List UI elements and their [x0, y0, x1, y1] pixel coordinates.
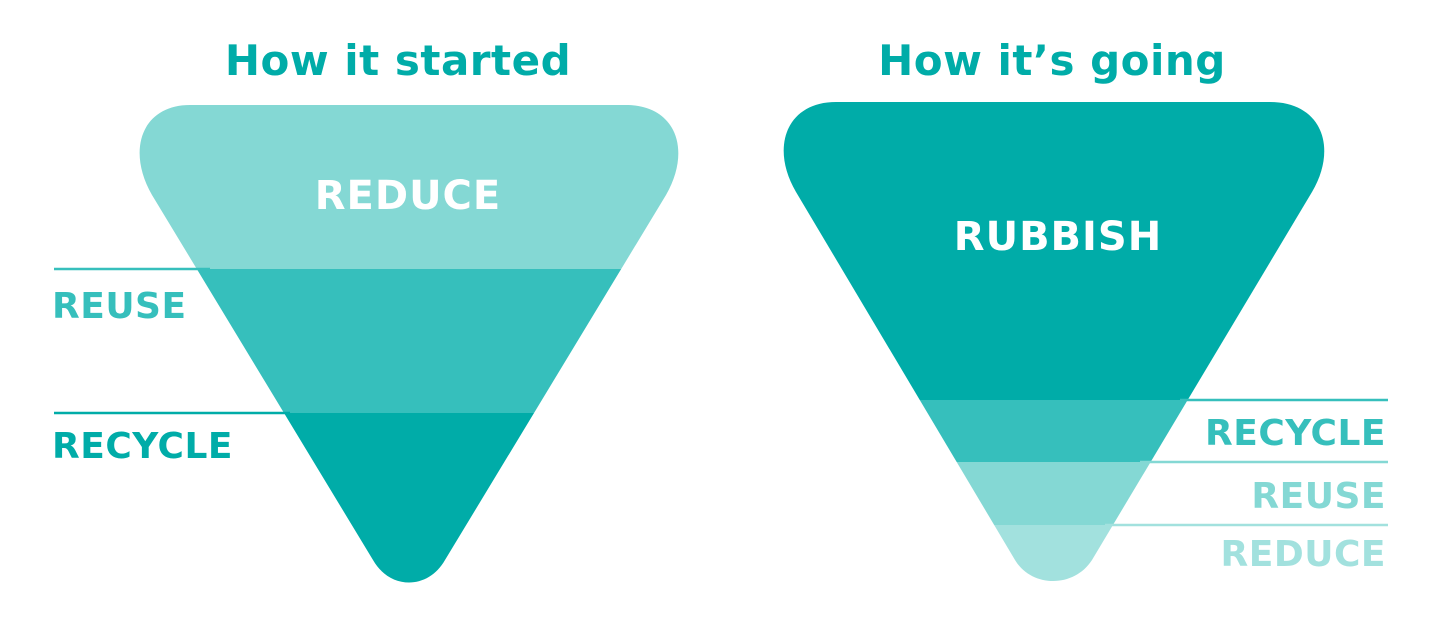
left-label-reduce: REDUCE — [315, 173, 502, 219]
left-funnel: How it started REDUCE REUSE RECYCLE — [52, 36, 679, 583]
right-funnel: How it’s going RUBBISH RECYCLE REUSE RED… — [783, 36, 1388, 581]
left-title: How it started — [225, 36, 571, 85]
right-label-reuse: REUSE — [1251, 476, 1386, 517]
right-funnel-layers — [783, 102, 1325, 581]
left-funnel-layers — [139, 105, 679, 583]
left-layer-reuse — [139, 269, 679, 413]
left-label-recycle: RECYCLE — [52, 426, 233, 467]
right-label-rubbish: RUBBISH — [954, 214, 1162, 260]
right-title: How it’s going — [878, 36, 1226, 85]
right-label-recycle: RECYCLE — [1205, 413, 1386, 454]
left-layer-reduce — [139, 105, 679, 269]
left-label-reuse: REUSE — [52, 286, 187, 327]
right-label-reduce: REDUCE — [1221, 534, 1386, 575]
